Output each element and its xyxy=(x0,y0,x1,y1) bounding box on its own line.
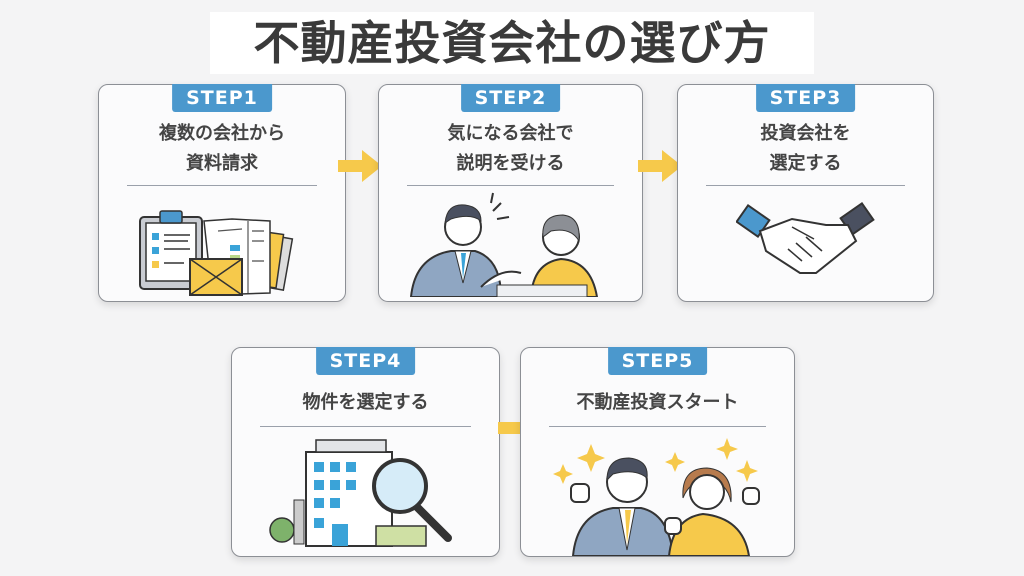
consultation-icon xyxy=(379,187,642,297)
step-4-card: STEP4 物件を選定する xyxy=(231,347,500,557)
step-2-card: STEP2 気になる会社で説明を受ける xyxy=(378,84,643,302)
step-label: 複数の会社から資料請求 xyxy=(159,123,285,174)
step-badge: STEP4 xyxy=(315,347,416,375)
step-badge: STEP5 xyxy=(607,347,708,375)
step-label: 物件を選定する xyxy=(302,392,429,413)
divider xyxy=(260,426,471,427)
step-label: 投資会社を選定する xyxy=(760,123,851,174)
building-search-icon xyxy=(232,434,499,552)
divider xyxy=(706,185,905,186)
arrow-right-icon xyxy=(338,150,382,182)
step-1-card: STEP1 複数の会社から資料請求 xyxy=(98,84,346,302)
divider xyxy=(407,185,614,186)
step-3-card: STEP3 投資会社を選定する xyxy=(677,84,934,302)
celebration-icon xyxy=(521,438,794,556)
divider xyxy=(127,185,317,186)
arrow-right-icon xyxy=(638,150,682,182)
step-badge: STEP1 xyxy=(172,84,272,112)
page-title: 不動産投資会社の選び方 xyxy=(210,12,814,74)
handshake-icon xyxy=(678,201,933,281)
step-badge: STEP3 xyxy=(755,84,856,112)
step-label: 気になる会社で説明を受ける xyxy=(447,123,574,174)
step-badge: STEP2 xyxy=(460,84,561,112)
step-label: 不動産投資スタート xyxy=(576,392,739,413)
divider xyxy=(549,426,766,427)
documents-icon xyxy=(99,199,345,297)
step-5-card: STEP5 不動産投資スタート xyxy=(520,347,795,557)
